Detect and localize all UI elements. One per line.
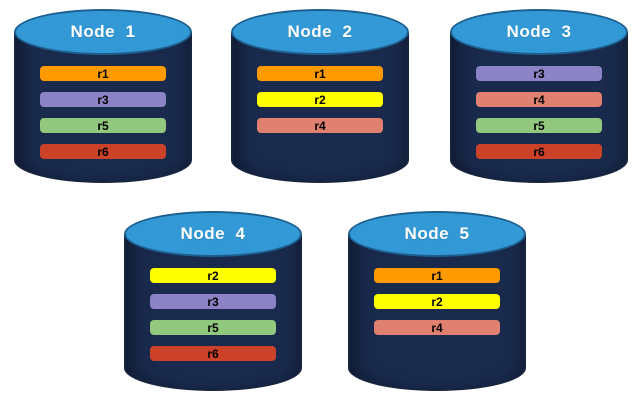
replica-bar[interactable]: r1 — [256, 66, 384, 81]
cylinder-top-ellipse — [124, 211, 302, 257]
cylinder-top-ellipse — [231, 9, 409, 55]
replica-bar[interactable]: r4 — [256, 118, 384, 133]
replica-bar[interactable]: r5 — [39, 118, 167, 133]
replica-bar[interactable]: r4 — [373, 320, 501, 335]
replica-list: r1 r3 r5 r6 — [39, 66, 167, 159]
cylinder-body — [231, 32, 409, 183]
replica-bar[interactable]: r3 — [475, 66, 603, 81]
replica-bar[interactable]: r5 — [149, 320, 277, 335]
replica-list: r2 r3 r5 r6 — [149, 268, 277, 361]
replica-bar[interactable]: r2 — [373, 294, 501, 309]
replica-bar[interactable]: r4 — [475, 92, 603, 107]
cylinder-top-ellipse — [14, 9, 192, 55]
replica-bar[interactable]: r6 — [149, 346, 277, 361]
replica-bar[interactable]: r2 — [256, 92, 384, 107]
replica-bar[interactable]: r6 — [475, 144, 603, 159]
replica-bar[interactable]: r1 — [39, 66, 167, 81]
replica-bar[interactable]: r5 — [475, 118, 603, 133]
replica-bar[interactable]: r3 — [149, 294, 277, 309]
replica-list: r1 r2 r4 — [256, 66, 384, 133]
cylinder-body — [348, 234, 526, 391]
replica-bar[interactable]: r2 — [149, 268, 277, 283]
cylinder-top-ellipse — [450, 9, 628, 55]
cylinder-body — [124, 234, 302, 391]
replica-list: r1 r2 r4 — [373, 268, 501, 335]
replica-bar[interactable]: r6 — [39, 144, 167, 159]
replica-list: r3 r4 r5 r6 — [475, 66, 603, 159]
replica-bar[interactable]: r3 — [39, 92, 167, 107]
replica-bar[interactable]: r1 — [373, 268, 501, 283]
cylinder-top-ellipse — [348, 211, 526, 257]
